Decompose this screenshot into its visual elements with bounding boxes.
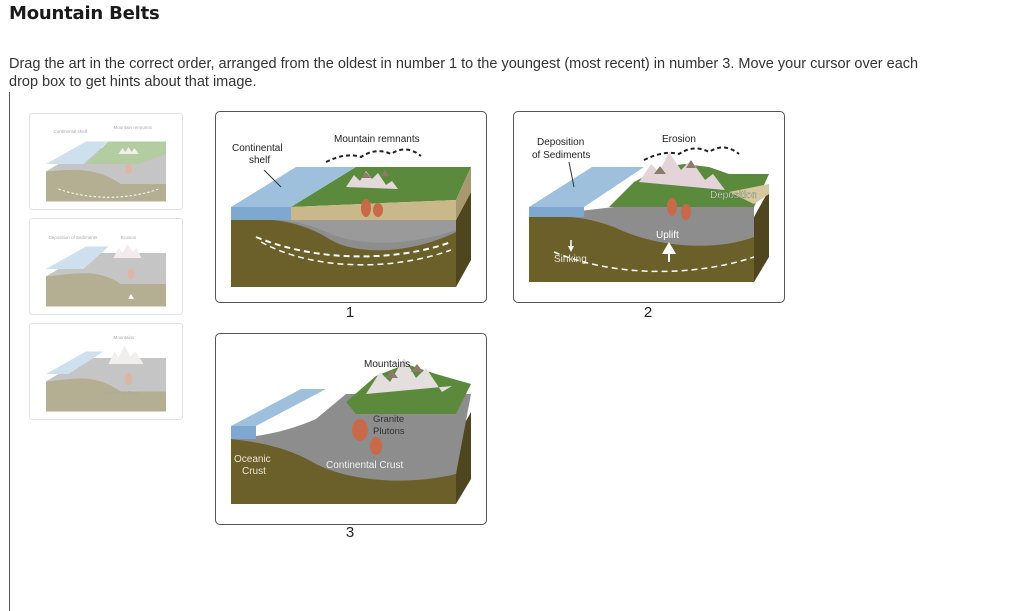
label-shelf: shelf [249,155,270,166]
thumb-label: Deposition of Sediments [49,235,99,240]
label-of-sediments: of Sediments [532,150,590,161]
label-oceanic: Oceanic [234,454,271,465]
label-granite: Granite [373,414,404,425]
thumb-label: Continental shelf [54,129,88,134]
drop-box-3[interactable]: Mountains Granite Plutons Oceanic Crust … [215,333,487,525]
label-crust: Crust [242,466,266,477]
drop-box-1[interactable]: Mountain remnants Continental shelf [215,111,487,303]
label-plutons: Plutons [373,426,405,437]
drop-box-3-number: 3 [345,524,355,541]
left-divider [9,92,10,611]
illustration-mountains-plutons: Mountains Granite Plutons Oceanic Crust … [231,358,471,504]
label-erosion: Erosion [662,134,696,145]
label-mountains: Mountains [364,359,410,370]
thumb-illustration-1: Continental shelf Mountain remnants [46,125,166,202]
label-deposition: Deposition [537,137,584,148]
label-continental-crust: Continental Crust [326,460,403,471]
thumb-label: Mountain remnants [114,125,153,130]
illustration-erosion-deposition: Deposition Uplift Sinking Deposition of … [529,134,769,282]
draggable-art-mountains[interactable]: Mountains Continental Crust [29,323,183,420]
drop-box-2[interactable]: Deposition Uplift Sinking Deposition of … [513,111,785,303]
draggable-art-erosion[interactable]: Deposition of Sediments Erosion [29,218,183,315]
drop-box-2-number: 2 [643,304,653,321]
instructions-text: Drag the art in the correct order, arran… [9,56,919,90]
label-sinking: Sinking [554,254,587,265]
illustration-mountain-remnants: Mountain remnants Continental shelf [231,134,471,287]
draggable-art-remnants[interactable]: Continental shelf Mountain remnants [29,113,183,210]
label-deposition-right: Deposition [710,190,757,201]
thumb-label: Erosion [121,235,137,240]
thumb-label: Mountains [114,335,136,340]
drop-box-1-number: 1 [345,304,355,321]
page-title: Mountain Belts [9,3,160,24]
thumb-illustration-3: Mountains Continental Crust [46,335,166,412]
label-continental: Continental [232,143,283,154]
thumb-illustration-2: Deposition of Sediments Erosion [46,235,166,307]
label-mountain-remnants: Mountain remnants [334,134,420,145]
label-uplift: Uplift [656,230,679,241]
thumb-label: Continental Crust [104,390,140,395]
